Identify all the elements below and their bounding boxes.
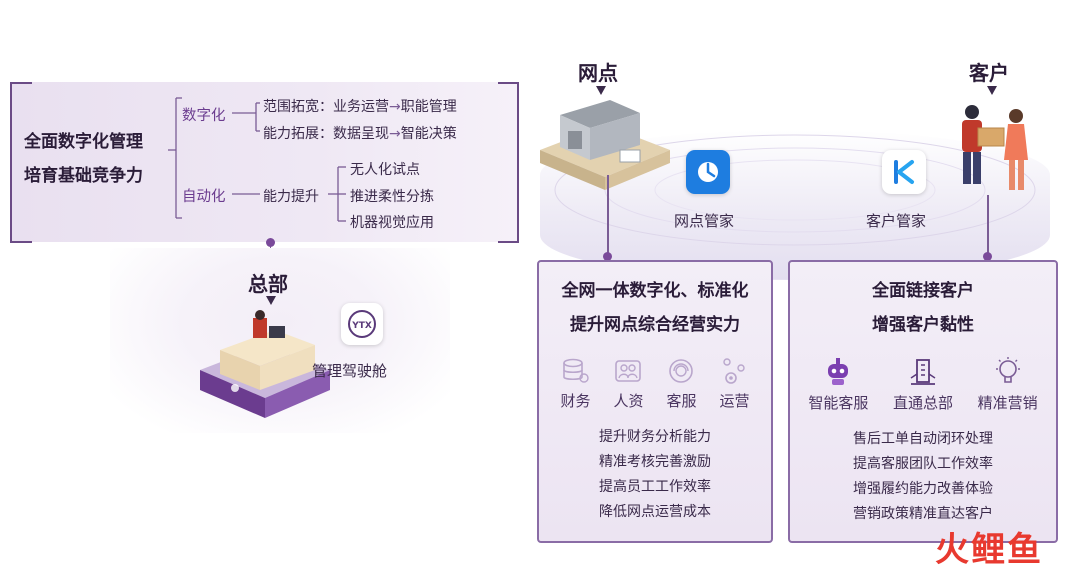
watermark-logo: 火鲤鱼 [935,522,1043,571]
customer-icon-row: 智能客服 直通总部 精准营销 [796,356,1050,413]
outlet-feature-list: 提升财务分析能力 精准考核完善激励 提高员工工作效率 降低网点运营成本 [539,425,771,525]
customer-delivery-illustration [962,105,1028,190]
outlet-feature-2: 精准考核完善激励 [599,454,711,470]
digital-item-2-text: 能力拓展：数据呈现 [263,126,389,142]
direct-hq-label: 直通总部 [892,394,953,412]
service-item: 客服 [666,356,697,411]
customer-connector-dot [983,252,992,261]
management-cockpit-label: 管理驾驶舱 [312,362,388,380]
outlet-arrow-down-icon [596,86,606,95]
automation-middle: 能力提升 [263,189,319,205]
finance-database-icon [563,358,590,383]
cockpit-logo-icon: YTX [348,310,376,338]
operations-gear-icon [723,358,746,384]
customer-arrow-down-icon [987,86,997,95]
hr-item: 人资 [613,356,644,411]
outlet-card-title-line1: 全网一体数字化、标准化 [561,281,749,301]
lightbulb-icon [995,357,1020,383]
smart-service-item: 智能客服 [808,356,868,413]
outlet-card: 全网一体数字化、标准化 提升网点综合经营实力 财务 人资 [537,260,773,543]
arrow-right-icon: → [389,99,401,115]
customer-label: 客户 [969,61,1009,85]
precision-marketing-item: 精准营销 [978,356,1038,413]
arrow-right-icon: → [389,126,401,142]
automation-item-3: 机器视觉应用 [350,215,434,231]
customer-feature-3: 增强履约能力改善体验 [853,481,993,497]
customer-feature-4: 营销政策精准直达客户 [853,506,993,522]
digital-item-1-target: 职能管理 [400,99,457,115]
svg-text:YTX: YTX [351,321,372,331]
digital-item-1: 范围拓宽：业务运营→职能管理 [263,96,457,116]
hq-strategy-panel [10,82,518,242]
outlet-building-illustration [540,100,670,190]
outlet-feature-4: 降低网点运营成本 [599,504,711,520]
customer-service-headset-icon [669,359,694,383]
automation-item-2: 推进柔性分拣 [350,189,434,205]
outlet-feature-1: 提升财务分析能力 [599,429,711,445]
hq-panel-title-line2: 培育基础竞争力 [24,166,143,186]
outlet-manager-app-icon[interactable] [686,150,730,194]
hq-arrow-down-icon [266,296,276,305]
outlet-label: 网点 [578,61,618,85]
customer-manager-app-icon[interactable] [882,150,926,194]
customer-card-title-line1: 全面链接客户 [872,281,974,301]
digital-item-2-target: 智能决策 [400,126,457,142]
precision-marketing-label: 精准营销 [977,394,1038,412]
building-icon [910,359,936,385]
customer-feature-list: 售后工单自动闭环处理 提高客服团队工作效率 增强履约能力改善体验 营销政策精准直… [790,427,1056,527]
smart-service-label: 智能客服 [808,394,869,412]
management-cockpit-app-icon[interactable]: YTX [341,303,383,345]
automation-label: 自动化 [182,189,226,205]
hq-panel-tree-lines [168,97,346,222]
watermark-text: 火鲤鱼 [935,530,1043,570]
outlet-card-title-line2: 提升网点综合经营实力 [570,315,740,335]
customer-feature-2: 提高客服团队工作效率 [853,456,993,472]
finance-label: 财务 [560,392,591,410]
robot-icon [828,358,849,385]
outlet-connector-line [607,175,609,253]
direct-hq-item: 直通总部 [893,356,953,413]
hq-panel-title-line1: 全面数字化管理 [24,132,143,152]
outlet-manager-label: 网点管家 [674,212,735,230]
customer-manager-logo-icon [894,160,914,184]
outlet-connector-dot [603,252,612,261]
hq-panel-brackets [10,82,519,243]
outlet-manager-logo-icon [698,162,718,182]
automation-item-1: 无人化试点 [350,162,420,178]
operations-item: 运营 [719,356,750,411]
outlet-feature-3: 提高员工工作效率 [599,479,711,495]
hq-label: 总部 [248,272,288,296]
customer-feature-1: 售后工单自动闭环处理 [853,431,993,447]
hr-people-icon [615,360,642,382]
customer-card: 全面链接客户 增强客户黏性 智能客服 直通总部 [788,260,1058,543]
digital-label: 数字化 [182,108,226,124]
outlet-icon-row: 财务 人资 客服 运营 [549,356,761,411]
hq-desk-illustration [200,310,330,418]
digital-item-1-text: 范围拓宽：业务运营 [263,99,389,115]
hq-connector-dot [266,238,275,247]
digital-item-2: 能力拓展：数据呈现→智能决策 [263,123,457,143]
finance-item: 财务 [560,356,591,411]
service-label: 客服 [666,392,697,410]
hr-label: 人资 [613,392,644,410]
customer-card-title-line2: 增强客户黏性 [872,315,974,335]
customer-manager-label: 客户管家 [866,212,927,230]
operations-label: 运营 [719,392,750,410]
customer-connector-line [987,195,989,255]
